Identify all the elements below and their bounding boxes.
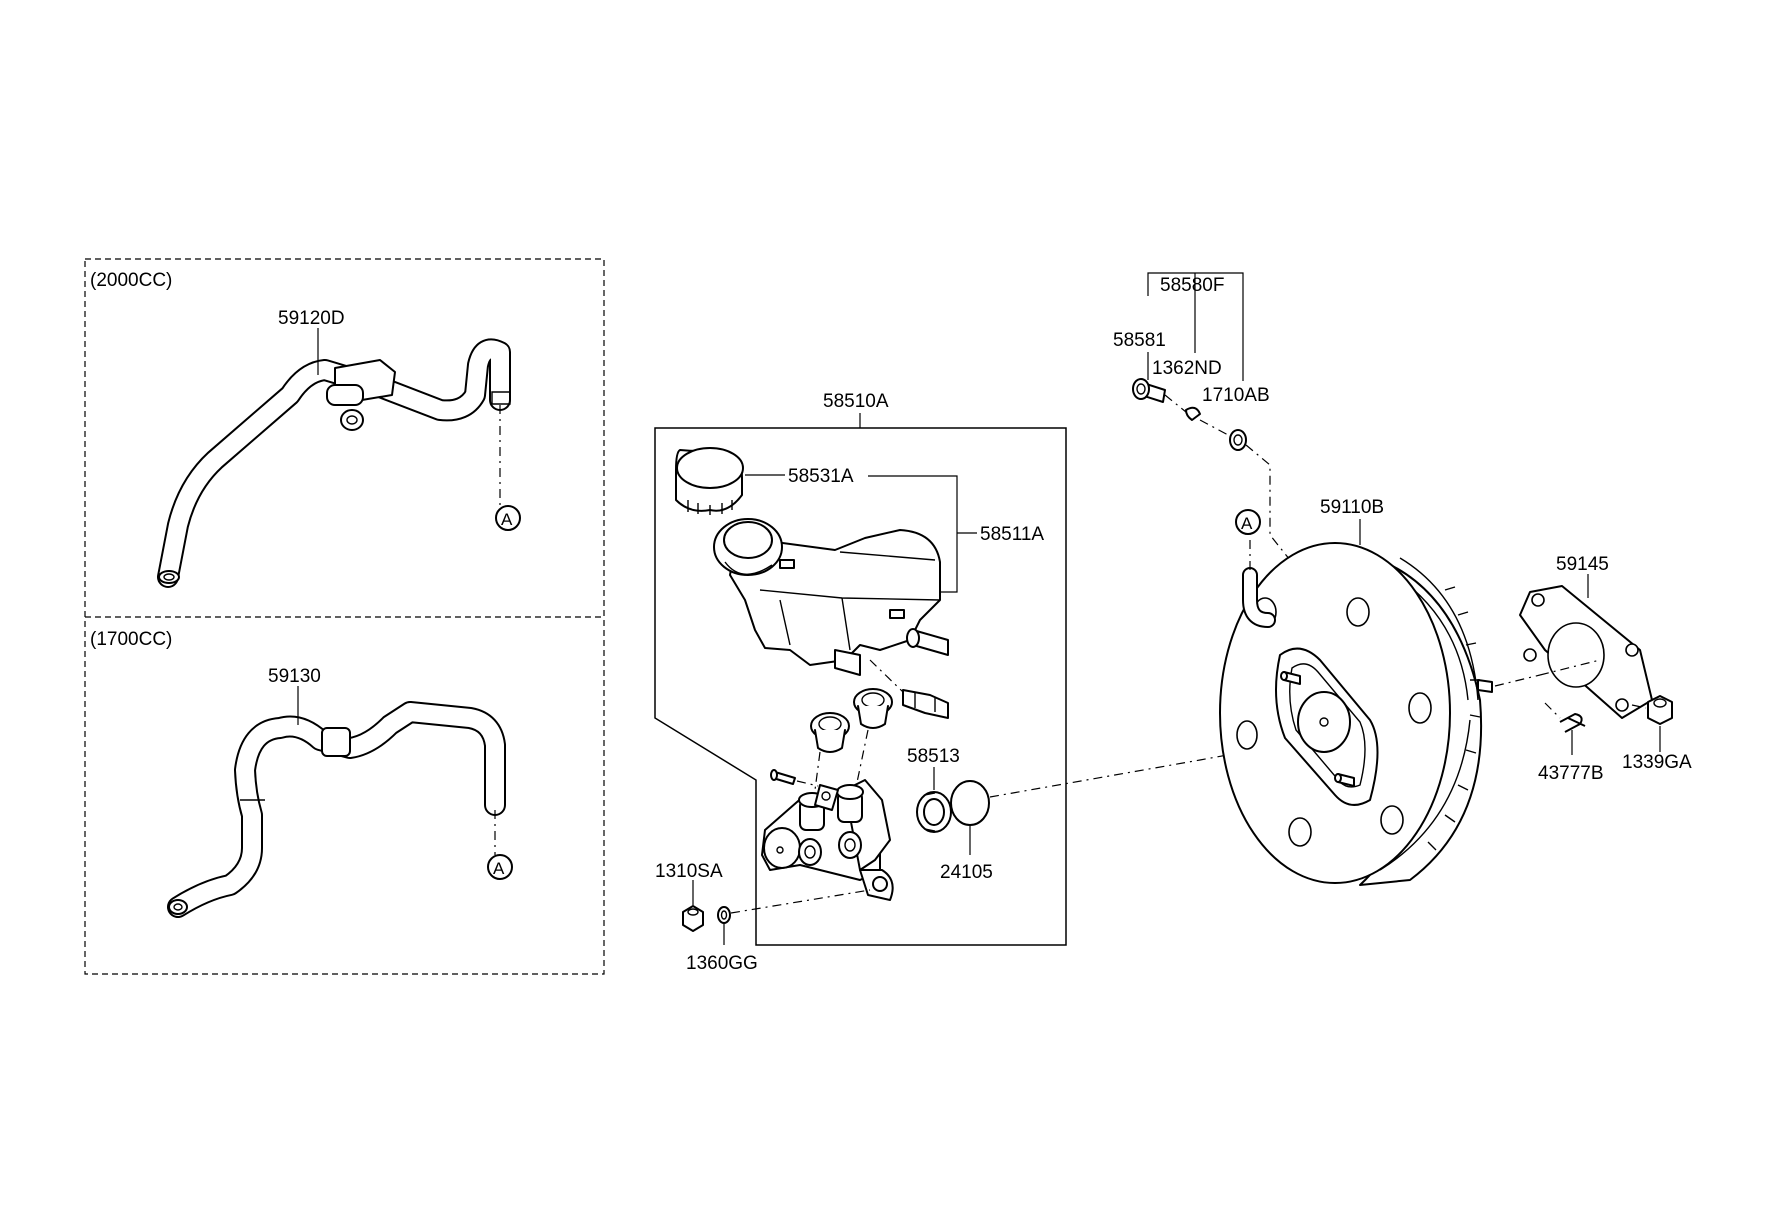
marker-a-circle-2 — [487, 854, 513, 880]
pin-dash — [796, 780, 819, 787]
marker-a-3: A — [1241, 514, 1253, 533]
nut-dash — [1631, 704, 1647, 709]
washer-1360gg[interactable] — [717, 906, 731, 924]
label-58511a[interactable]: 58511A — [980, 524, 1044, 545]
vacuum-hose-59130[interactable] — [167, 701, 506, 918]
gasket-plate-59145[interactable] — [1519, 585, 1653, 719]
label-59120d[interactable]: 59120D — [278, 308, 345, 329]
variant-label-1700cc: (1700CC) — [90, 629, 172, 650]
gasket-24105[interactable] — [950, 780, 990, 826]
label-1310sa[interactable]: 1310SA — [655, 861, 723, 882]
label-24105[interactable]: 24105 — [940, 862, 993, 883]
marker-a-circle-1 — [495, 505, 521, 531]
reservoir-cap-58531a[interactable] — [675, 447, 744, 515]
sensor-dash — [869, 659, 904, 693]
clip-43777b[interactable] — [1559, 712, 1586, 733]
marker-a-circle-3 — [1235, 509, 1261, 535]
bracket-58580f — [1147, 272, 1244, 381]
clip-dash — [1544, 702, 1561, 719]
variant-label-2000cc: (2000CC) — [90, 270, 172, 291]
label-59130[interactable]: 59130 — [268, 666, 321, 687]
washer-dash — [730, 889, 871, 914]
axis-dash-booster-rear — [1494, 674, 1541, 687]
label-58581[interactable]: 58581 — [1113, 330, 1166, 351]
marker-a-2: A — [493, 859, 505, 878]
label-58531a[interactable]: 58531A — [788, 466, 854, 487]
label-58513[interactable]: 58513 — [907, 746, 960, 767]
reservoir-grommet-front[interactable] — [810, 712, 850, 753]
marker-a-1: A — [501, 510, 513, 529]
nut-1310sa[interactable] — [682, 905, 704, 932]
grommet-dash-1 — [814, 751, 821, 791]
cylinder-pin[interactable] — [770, 769, 796, 785]
label-1360gg[interactable]: 1360GG — [686, 953, 758, 974]
label-59145[interactable]: 59145 — [1556, 554, 1609, 575]
nut-1339ga[interactable] — [1647, 695, 1673, 725]
vacuum-hose-59120d[interactable] — [157, 338, 511, 588]
label-43777b[interactable]: 43777B — [1538, 763, 1604, 784]
fluid-level-sensor[interactable] — [902, 689, 949, 719]
reservoir-grommet-rear[interactable] — [853, 688, 893, 729]
brake-fluid-reservoir-58511a[interactable] — [713, 518, 949, 676]
clevis-pin-58581[interactable] — [1132, 378, 1166, 403]
label-58510a[interactable]: 58510A — [823, 391, 889, 412]
label-58580f[interactable]: 58580F — [1160, 275, 1224, 296]
label-59110b[interactable]: 59110B — [1320, 497, 1384, 518]
pin-set-dash — [1164, 394, 1291, 561]
brake-booster-59110b[interactable] — [1219, 542, 1493, 886]
master-cylinder-body[interactable] — [761, 779, 894, 901]
master-cylinder-assembly-box — [654, 427, 1067, 946]
label-1339ga[interactable]: 1339GA — [1622, 752, 1692, 773]
seal-58513[interactable] — [916, 791, 952, 833]
clip-1362nd[interactable] — [1185, 406, 1201, 421]
label-1362nd[interactable]: 1362ND — [1152, 358, 1222, 379]
washer-1710ab[interactable] — [1229, 429, 1247, 451]
label-1710ab[interactable]: 1710AB — [1202, 385, 1270, 406]
